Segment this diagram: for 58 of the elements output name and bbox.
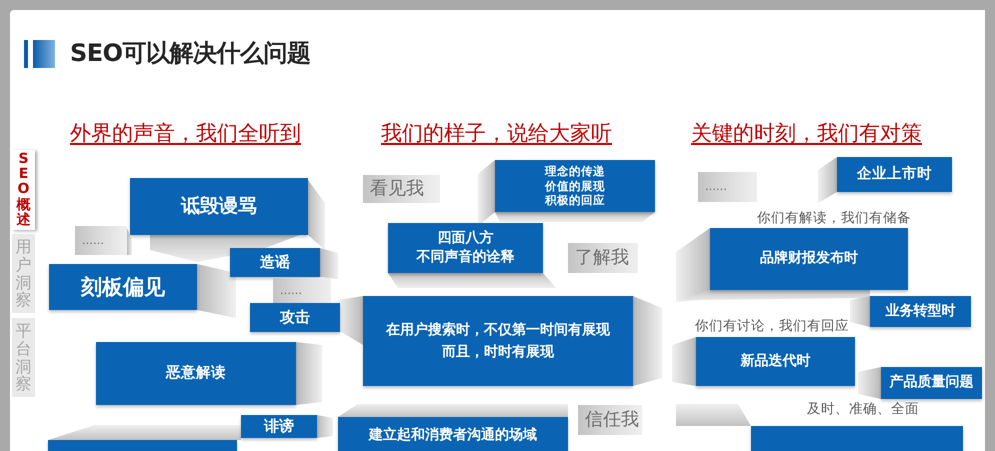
topic-box — [363, 296, 633, 386]
topic-box — [130, 178, 308, 235]
topic-box — [870, 296, 971, 327]
tag-text: …… — [82, 234, 104, 248]
topic-box — [388, 223, 543, 273]
section-heading: 外界的声音，我们全听到 — [70, 120, 301, 147]
topic-text: 价值的展现 — [545, 178, 605, 194]
nav-tab-active — [12, 150, 35, 230]
tag-text: 信任我 — [585, 408, 639, 432]
topic-box — [696, 337, 855, 386]
tag-text: 看见我 — [370, 178, 424, 200]
topic-text: 诽谤 — [264, 417, 294, 436]
topic-box — [48, 440, 237, 451]
topic-text: 品牌财报发布时 — [760, 250, 858, 268]
note-text: 你们有解读，我们有储备 — [757, 209, 911, 227]
topic-box — [49, 264, 197, 310]
tag-tab — [273, 278, 331, 303]
tag-text: …… — [280, 284, 302, 298]
topic-box — [837, 157, 952, 192]
topic-text: 攻击 — [280, 308, 310, 327]
nav-tab-text: SEO概述 — [16, 152, 30, 228]
section-heading: 我们的样子，说给大家听 — [381, 120, 612, 147]
topic-text: 理念的传递 — [545, 164, 605, 179]
topic-text: 而且，时时有展现 — [442, 343, 554, 362]
topic-box — [710, 228, 908, 290]
topic-text: 诋毁谩骂 — [181, 194, 257, 218]
tag-tab — [698, 172, 757, 202]
topic-box — [241, 415, 317, 438]
topic-text: 造谣 — [260, 253, 290, 272]
slide-title: SEO可以解决什么问题 — [70, 38, 311, 69]
topic-text: 不同声音的诠释 — [416, 248, 514, 267]
topic-text: 建立起和消费者沟通的场域 — [369, 427, 537, 444]
topic-box — [338, 417, 568, 451]
topic-text: 企业上市时 — [857, 165, 932, 184]
topic-box — [96, 342, 296, 405]
topic-text: 产品质量问题 — [890, 374, 974, 392]
topic-text: 刻板偏见 — [81, 274, 165, 300]
topic-text: 四面八方 — [438, 229, 494, 248]
nav-tab-text: 用户洞察 — [16, 238, 32, 309]
tag-text: …… — [705, 180, 727, 194]
tag-tab — [568, 243, 638, 273]
topic-box — [751, 426, 963, 451]
topic-box — [881, 367, 982, 399]
nav-tab-text: 平台洞察 — [16, 322, 32, 393]
note-text: 你们有讨论，我们有回应 — [695, 317, 849, 335]
tag-tab — [363, 175, 440, 203]
topic-text: 恶意解读 — [166, 364, 226, 383]
topic-box — [495, 160, 655, 212]
topic-text: 新品迭代时 — [740, 352, 810, 370]
tag-tab — [578, 405, 642, 435]
topic-box — [250, 303, 340, 332]
topic-text: 积极的回应 — [545, 193, 605, 208]
tag-text: 了解我 — [575, 246, 629, 270]
note-text: 及时、准确、全面 — [807, 400, 919, 418]
topic-text: 业务转型时 — [886, 302, 956, 320]
section-heading: 关键的时刻，我们有对策 — [691, 120, 922, 147]
topic-box — [230, 248, 320, 277]
topic-text: 在用户搜索时，不仅第一时间有展现 — [386, 320, 610, 340]
